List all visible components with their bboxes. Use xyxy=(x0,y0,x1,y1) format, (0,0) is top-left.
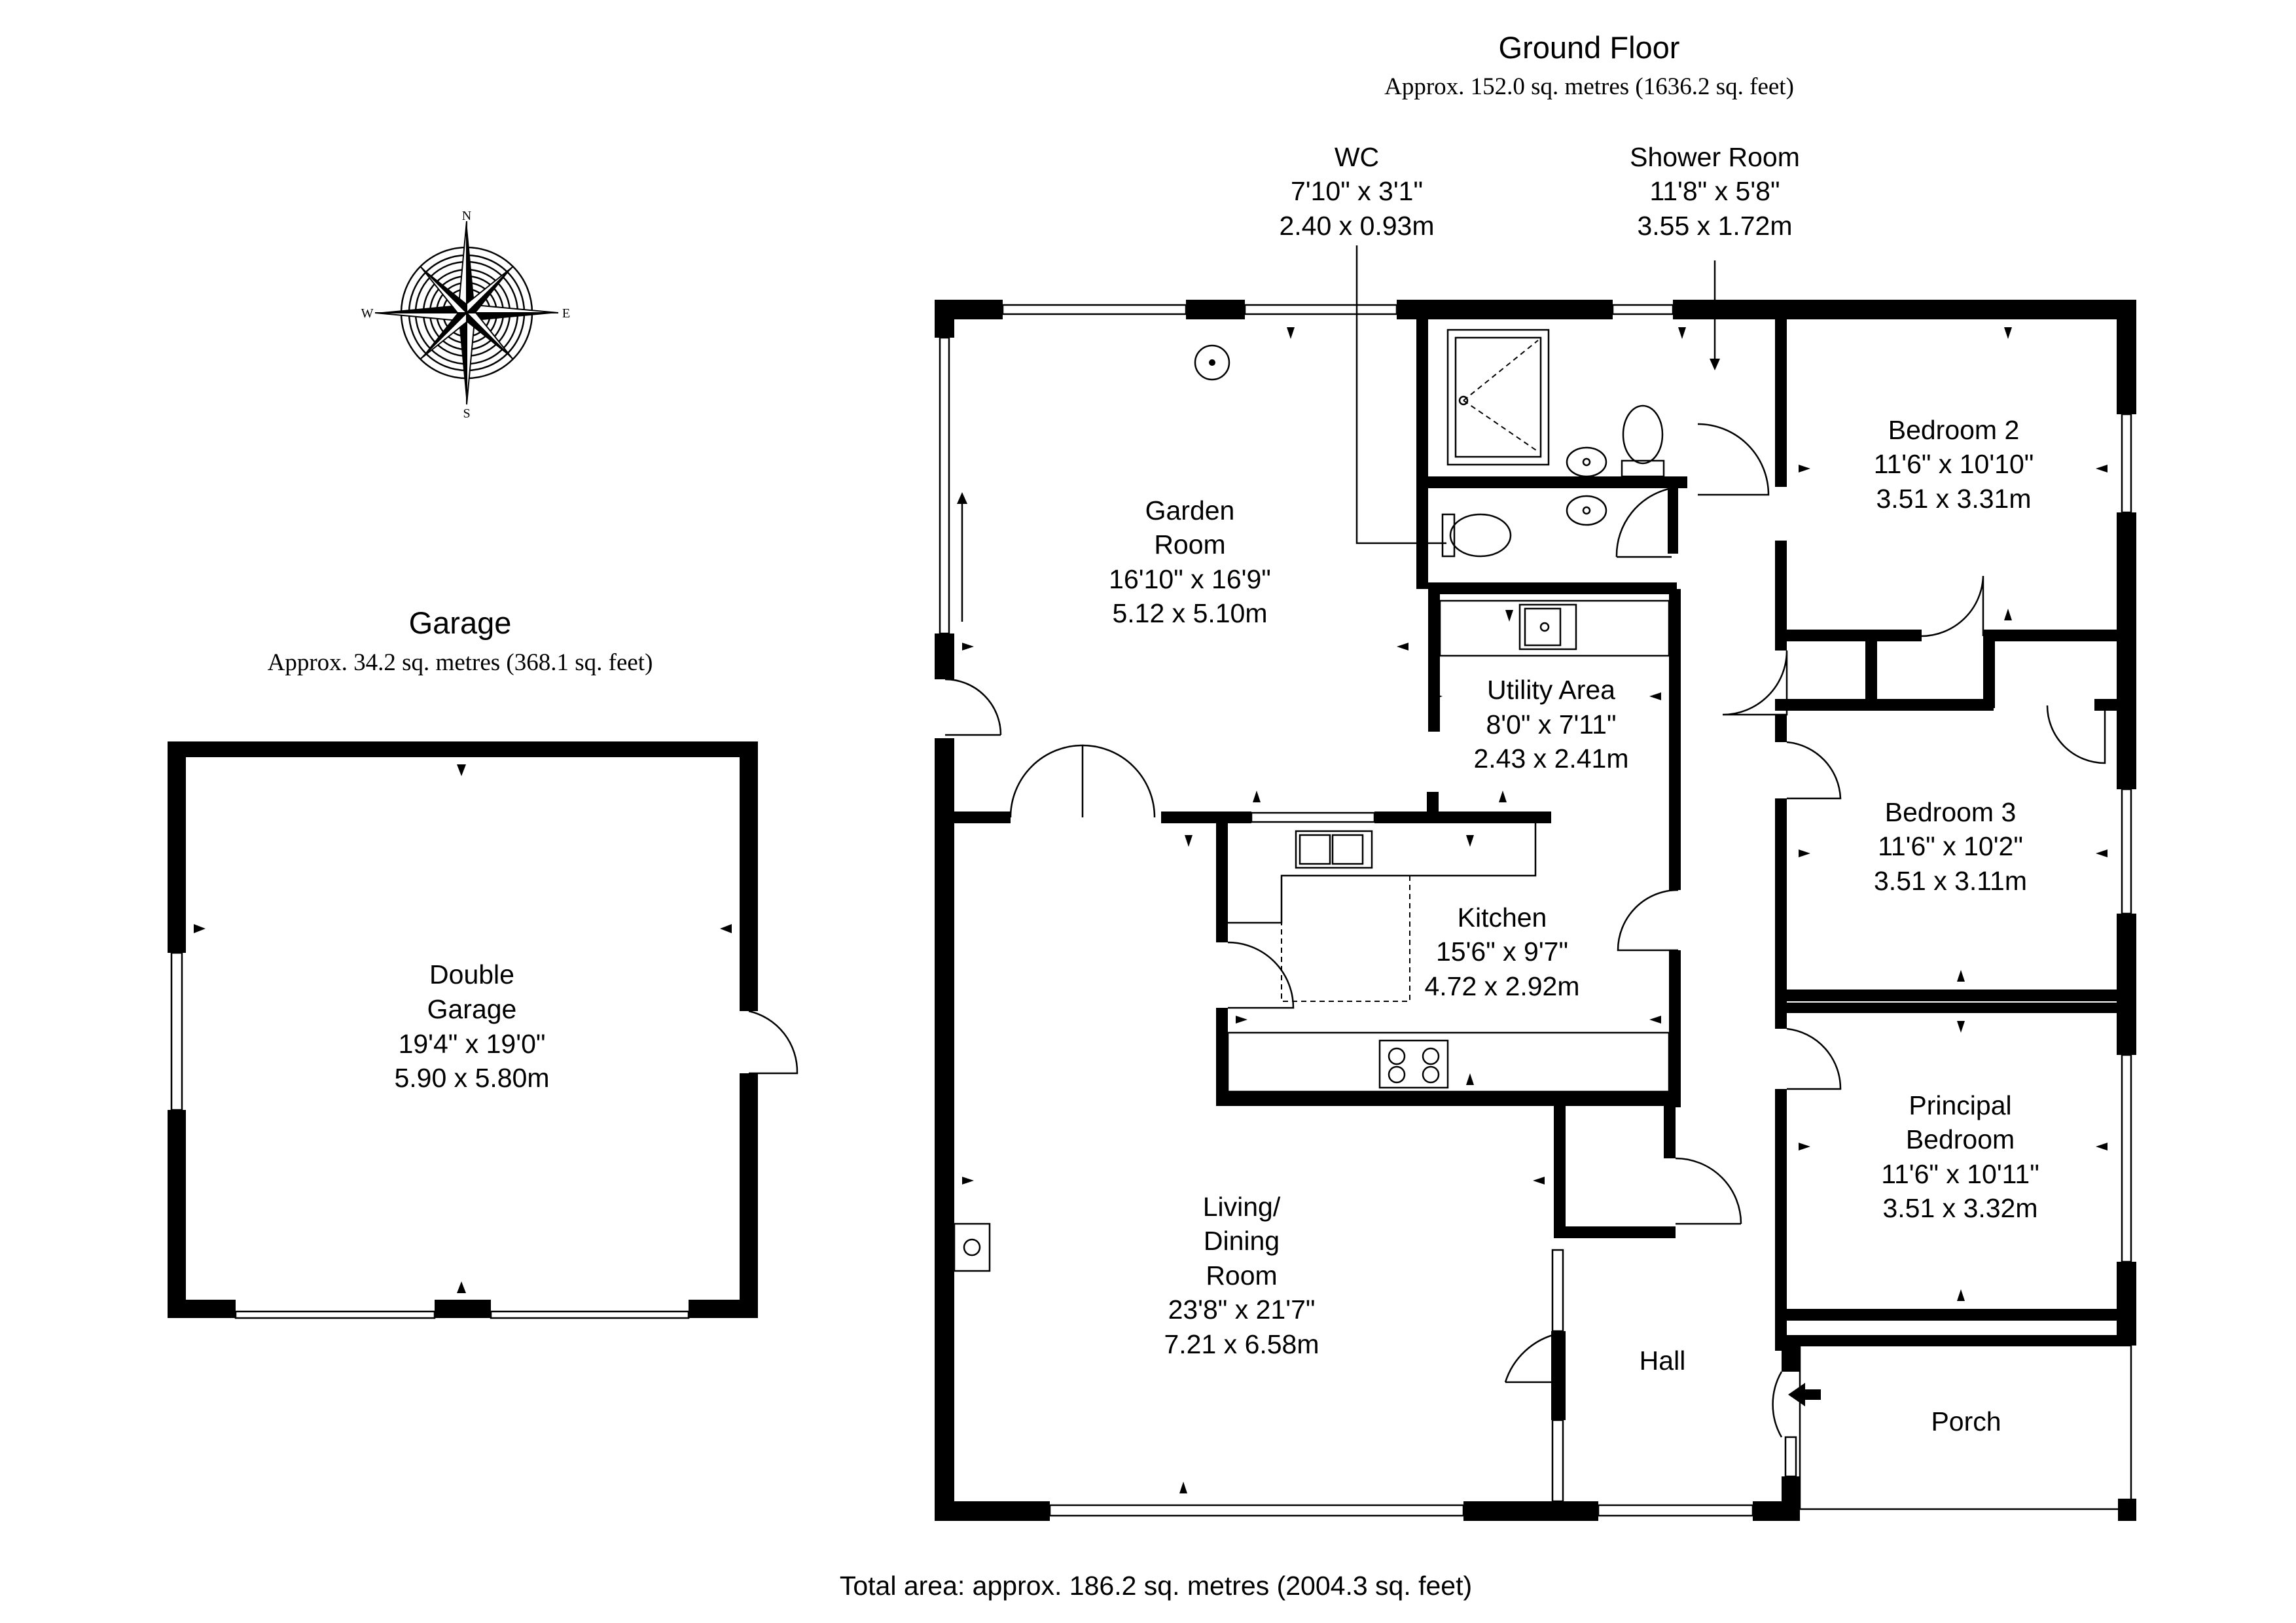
hall-label: Hall xyxy=(1640,1346,1686,1376)
ground-floor-area: Approx. 152.0 sq. metres (1636.2 sq. fee… xyxy=(1384,73,1794,100)
living-dining-label-3: Room xyxy=(1206,1260,1277,1291)
compass-w: W xyxy=(361,306,374,321)
principal-bedroom-metric: 3.51 x 3.32m xyxy=(1882,1193,2037,1223)
principal-bedroom-imperial: 11'6" x 10'11" xyxy=(1881,1159,2039,1189)
utility-area-imperial: 8'0" x 7'11" xyxy=(1486,709,1616,740)
compass-rose-icon: N S E W xyxy=(361,209,571,421)
entrance-arrow-icon xyxy=(1788,1383,1821,1406)
ground-floor-title: Ground Floor xyxy=(1499,30,1680,65)
garage-label-2: Garage xyxy=(427,994,517,1024)
bedroom-2-metric: 3.51 x 3.31m xyxy=(1876,484,2031,514)
bedroom-3-label: Bedroom 3 xyxy=(1885,797,2017,827)
garage-metric: 5.90 x 5.80m xyxy=(394,1063,549,1093)
measurement-arrows xyxy=(962,327,2108,1493)
kitchen-metric: 4.72 x 2.92m xyxy=(1424,971,1579,1001)
shower-room-label: Shower Room xyxy=(1630,142,1800,172)
garden-room-metric: 5.12 x 5.10m xyxy=(1112,598,1267,628)
living-dining-label-2: Dining xyxy=(1204,1226,1280,1256)
garden-room-label-2: Room xyxy=(1154,529,1225,560)
utility-area-metric: 2.43 x 2.41m xyxy=(1473,743,1628,774)
compass-n: N xyxy=(462,209,471,223)
total-area: Total area: approx. 186.2 sq. metres (20… xyxy=(840,1571,1472,1601)
compass-e: E xyxy=(562,306,570,321)
garage-label: Double xyxy=(429,959,514,990)
garden-room-label: Garden xyxy=(1145,495,1235,526)
wc-imperial: 7'10" x 3'1" xyxy=(1291,176,1423,206)
living-dining-label: Living/ xyxy=(1203,1192,1281,1222)
wc-metric: 2.40 x 0.93m xyxy=(1279,211,1434,241)
bedroom-2-imperial: 11'6" x 10'10" xyxy=(1874,449,2034,479)
garage-imperial: 19'4" x 19'0" xyxy=(399,1029,546,1059)
garage-area: Approx. 34.2 sq. metres (368.1 sq. feet) xyxy=(268,649,653,676)
porch-label: Porch xyxy=(1931,1406,2001,1436)
shower-room-imperial: 11'8" x 5'8" xyxy=(1649,176,1780,206)
kitchen-label: Kitchen xyxy=(1458,902,1547,933)
living-dining-metric: 7.21 x 6.58m xyxy=(1164,1329,1319,1359)
principal-bedroom-label: Principal xyxy=(1909,1090,2011,1120)
bedroom-2-label: Bedroom 2 xyxy=(1888,415,2020,445)
garage-plan: Double Garage 19'4" x 19'0" 5.90 x 5.80m xyxy=(168,741,798,1319)
wc-label: WC xyxy=(1335,142,1379,172)
bedroom-3-metric: 3.51 x 3.11m xyxy=(1874,866,2027,896)
compass-s: S xyxy=(463,406,470,421)
living-dining-imperial: 23'8" x 21'7" xyxy=(1168,1294,1316,1325)
ground-floor-plan xyxy=(935,245,2136,1521)
room-labels: WC 7'10" x 3'1" 2.40 x 0.93m Shower Room… xyxy=(1109,142,2039,1436)
garage-title: Garage xyxy=(409,605,512,640)
principal-bedroom-label-2: Bedroom xyxy=(1906,1124,2015,1154)
bedroom-3-imperial: 11'6" x 10'2" xyxy=(1878,831,2023,861)
garden-room-imperial: 16'10" x 16'9" xyxy=(1109,564,1271,594)
utility-area-label: Utility Area xyxy=(1487,675,1615,705)
kitchen-imperial: 15'6" x 9'7" xyxy=(1436,936,1568,967)
shower-room-metric: 3.55 x 1.72m xyxy=(1637,211,1792,241)
